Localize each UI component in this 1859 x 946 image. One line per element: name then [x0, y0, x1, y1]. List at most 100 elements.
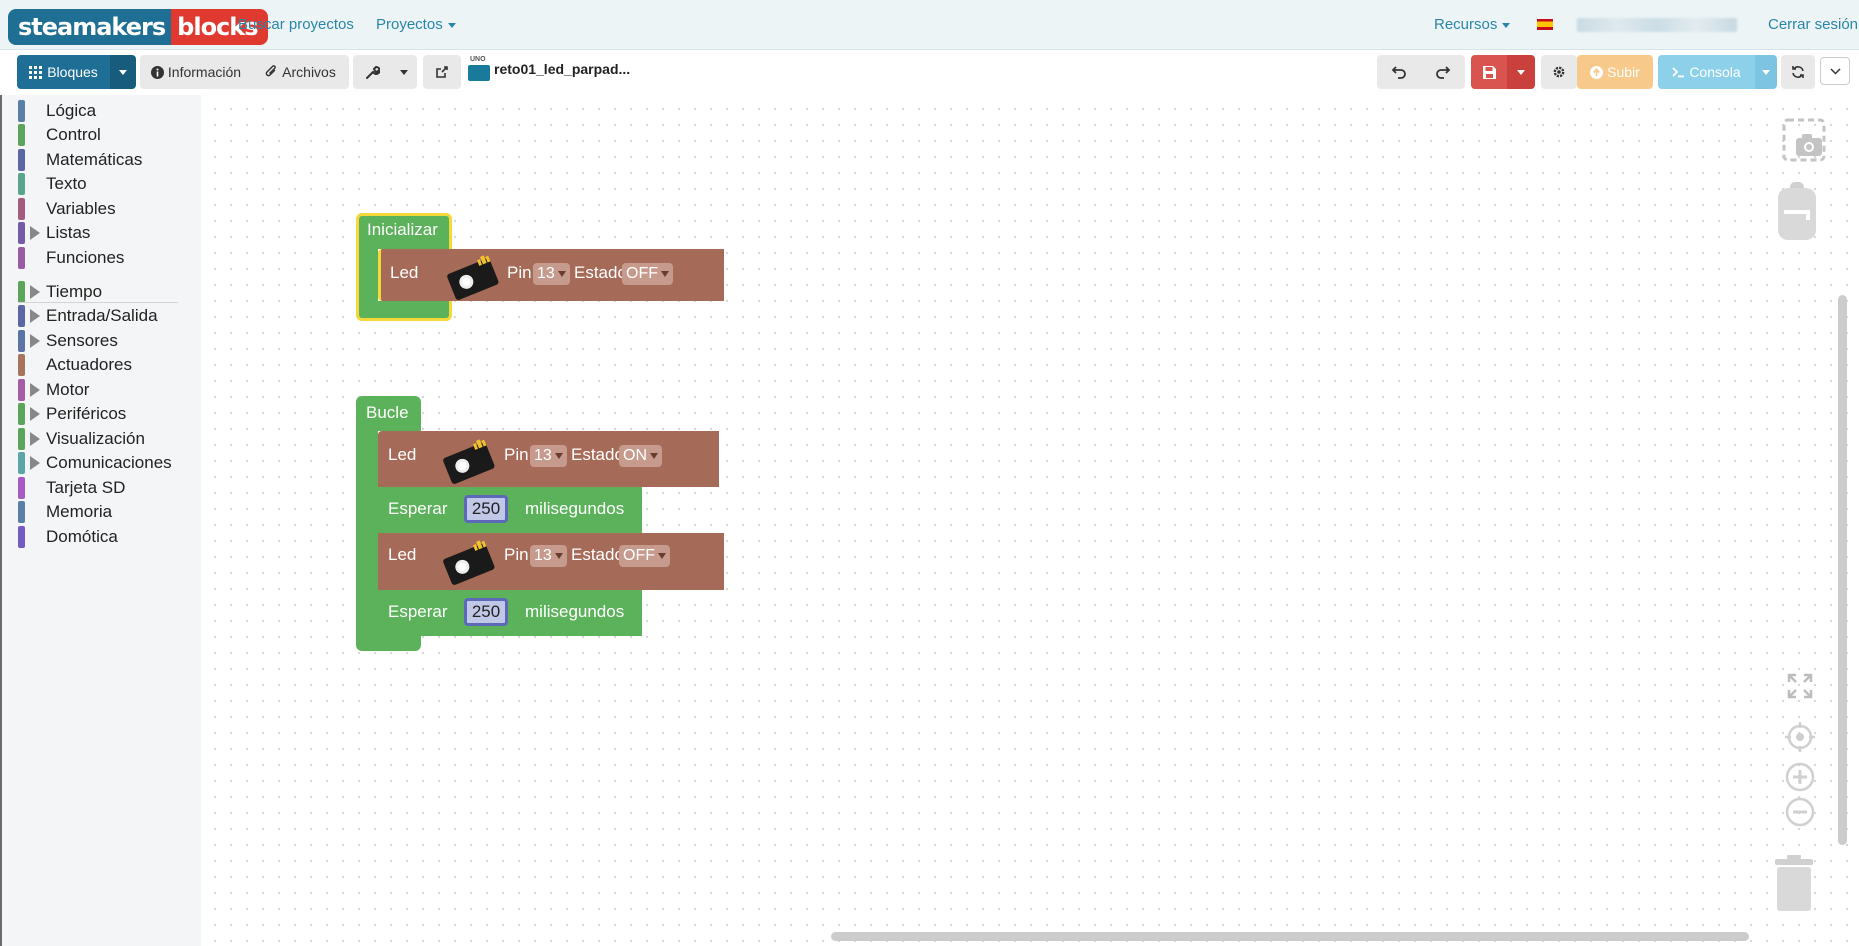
- loop-led-on-block[interactable]: Led Pin 13 Estado ON: [378, 431, 719, 487]
- expand-arrow-icon[interactable]: [30, 383, 40, 397]
- pin-label: Pin: [504, 445, 529, 464]
- state-label: Estado: [571, 545, 624, 564]
- blocks-label: Bloques: [47, 64, 98, 80]
- blocks-dropdown-toggle[interactable]: [110, 55, 136, 89]
- category-color-bar: [18, 124, 25, 146]
- screenshot-icon[interactable]: [1782, 118, 1826, 162]
- toolbox-category-17[interactable]: Memoria: [18, 500, 112, 524]
- blockly-workspace[interactable]: Inicializar Led Pin 13 Estado OFF Bucle …: [201, 95, 1859, 946]
- nav-search-projects[interactable]: Buscar proyectos: [238, 16, 354, 33]
- pin-dropdown[interactable]: 13: [533, 263, 570, 285]
- toolbox-category-3[interactable]: Matemáticas: [18, 148, 142, 172]
- user-name-blurred[interactable]: [1577, 18, 1737, 32]
- pin-dropdown[interactable]: 13: [530, 545, 567, 567]
- console-button[interactable]: Consola: [1658, 55, 1755, 89]
- toolbox-category-1[interactable]: Lógica: [18, 99, 96, 123]
- blocks-button[interactable]: Bloques: [17, 55, 110, 89]
- setup-block-header: [356, 213, 452, 249]
- loop-block-label: Bucle: [366, 403, 409, 422]
- toolbox-category-5[interactable]: Variables: [18, 197, 116, 221]
- project-title[interactable]: reto01_led_parpad...: [494, 61, 631, 77]
- category-label: Motor: [46, 380, 90, 399]
- info-button[interactable]: Información: [140, 55, 252, 89]
- backpack-icon[interactable]: [1776, 180, 1818, 242]
- state-dropdown[interactable]: OFF: [619, 545, 670, 567]
- caret-down-icon: [1762, 69, 1770, 75]
- expand-arrow-icon[interactable]: [30, 285, 40, 299]
- state-value: ON: [623, 447, 647, 464]
- loop-wait-block-1[interactable]: Esperar 250 milisegundos: [378, 487, 642, 533]
- nav-logout[interactable]: Cerrar sesión: [1768, 16, 1859, 33]
- flag-es-icon[interactable]: [1537, 19, 1553, 30]
- open-external-button[interactable]: [423, 55, 461, 89]
- upload-button[interactable]: Subir: [1577, 55, 1653, 89]
- toolbox-category-7[interactable]: Funciones: [18, 246, 124, 270]
- redo-icon: [1436, 66, 1451, 79]
- board-uno-icon[interactable]: UNO: [468, 56, 490, 81]
- toolbox-category-14[interactable]: Visualización: [18, 427, 145, 451]
- settings-button[interactable]: [1541, 55, 1577, 89]
- upload-icon: [1590, 65, 1604, 79]
- nav-projects-label: Proyectos: [376, 16, 443, 33]
- zoom-out-icon[interactable]: [1785, 797, 1815, 827]
- state-dropdown[interactable]: OFF: [622, 263, 673, 285]
- zoom-in-icon[interactable]: [1785, 762, 1815, 792]
- setup-led-block[interactable]: Led Pin 13 Estado OFF: [378, 249, 724, 301]
- wait-value-input[interactable]: 250: [464, 495, 508, 523]
- toolbox-category-4[interactable]: Texto: [18, 172, 87, 196]
- category-color-bar: [18, 198, 25, 220]
- tools-dropdown-toggle[interactable]: [391, 55, 417, 89]
- toolbox-category-15[interactable]: Comunicaciones: [18, 451, 172, 475]
- recenter-icon[interactable]: [1785, 722, 1815, 752]
- expand-arrow-icon[interactable]: [30, 309, 40, 323]
- toolbox-category-8[interactable]: Tiempo: [18, 280, 102, 304]
- expand-arrow-icon[interactable]: [30, 334, 40, 348]
- toolbox-category-12[interactable]: Motor: [18, 378, 89, 402]
- nav-projects-dropdown[interactable]: Proyectos: [376, 0, 456, 50]
- refresh-button[interactable]: [1781, 55, 1815, 89]
- expand-arrow-icon[interactable]: [30, 456, 40, 470]
- setup-block-label: Inicializar: [367, 220, 438, 239]
- save-icon: [1482, 65, 1496, 79]
- toolbox-category-13[interactable]: Periféricos: [18, 402, 126, 426]
- toolbox-category-11[interactable]: Actuadores: [18, 353, 132, 377]
- toolbox-category-18[interactable]: Domótica: [18, 525, 118, 549]
- workspace-horizontal-scrollbar[interactable]: [831, 932, 1749, 941]
- toolbox-category-16[interactable]: Tarjeta SD: [18, 476, 125, 500]
- setup-block-footer: [356, 301, 452, 321]
- collapse-toggle-button[interactable]: [1820, 57, 1850, 85]
- state-dropdown[interactable]: ON: [619, 445, 662, 467]
- pin-dropdown[interactable]: 13: [530, 445, 567, 467]
- tools-button[interactable]: [353, 55, 391, 89]
- workspace-vertical-scrollbar[interactable]: [1838, 295, 1847, 845]
- toolbox-category-2[interactable]: Control: [18, 123, 101, 147]
- save-dropdown-toggle[interactable]: [1507, 55, 1535, 89]
- toolbox-separator: [18, 302, 178, 303]
- dropdown-arrow-icon: [554, 452, 563, 459]
- files-button[interactable]: Archivos: [252, 55, 349, 89]
- undo-button[interactable]: [1377, 55, 1421, 89]
- expand-arrow-icon[interactable]: [30, 407, 40, 421]
- console-dropdown-toggle[interactable]: [1755, 55, 1777, 89]
- loop-wait-block-2[interactable]: Esperar 250 milisegundos: [378, 590, 642, 636]
- logo-steamakers: steamakers: [8, 9, 172, 45]
- expand-arrow-icon[interactable]: [30, 226, 40, 240]
- dropdown-arrow-icon: [658, 552, 666, 559]
- toolbox-category-10[interactable]: Sensores: [18, 329, 118, 353]
- expand-arrow-icon[interactable]: [30, 432, 40, 446]
- category-label: Listas: [46, 223, 91, 242]
- nav-resources-dropdown[interactable]: Recursos: [1434, 0, 1511, 50]
- state-value: OFF: [626, 265, 658, 282]
- led-label: Led: [390, 263, 419, 282]
- loop-led-off-block[interactable]: Led Pin 13 Estado OFF: [378, 533, 724, 590]
- save-button[interactable]: [1471, 55, 1507, 89]
- toolbox-category-6[interactable]: Listas: [18, 221, 90, 245]
- fullscreen-icon[interactable]: [1787, 673, 1813, 699]
- category-label: Matemáticas: [46, 150, 143, 169]
- trash-icon[interactable]: [1773, 855, 1815, 911]
- wait-value-input[interactable]: 250: [464, 598, 508, 626]
- toolbox-category-9[interactable]: Entrada/Salida: [18, 304, 158, 328]
- redo-button[interactable]: [1421, 55, 1465, 89]
- pin-label: Pin: [504, 545, 529, 564]
